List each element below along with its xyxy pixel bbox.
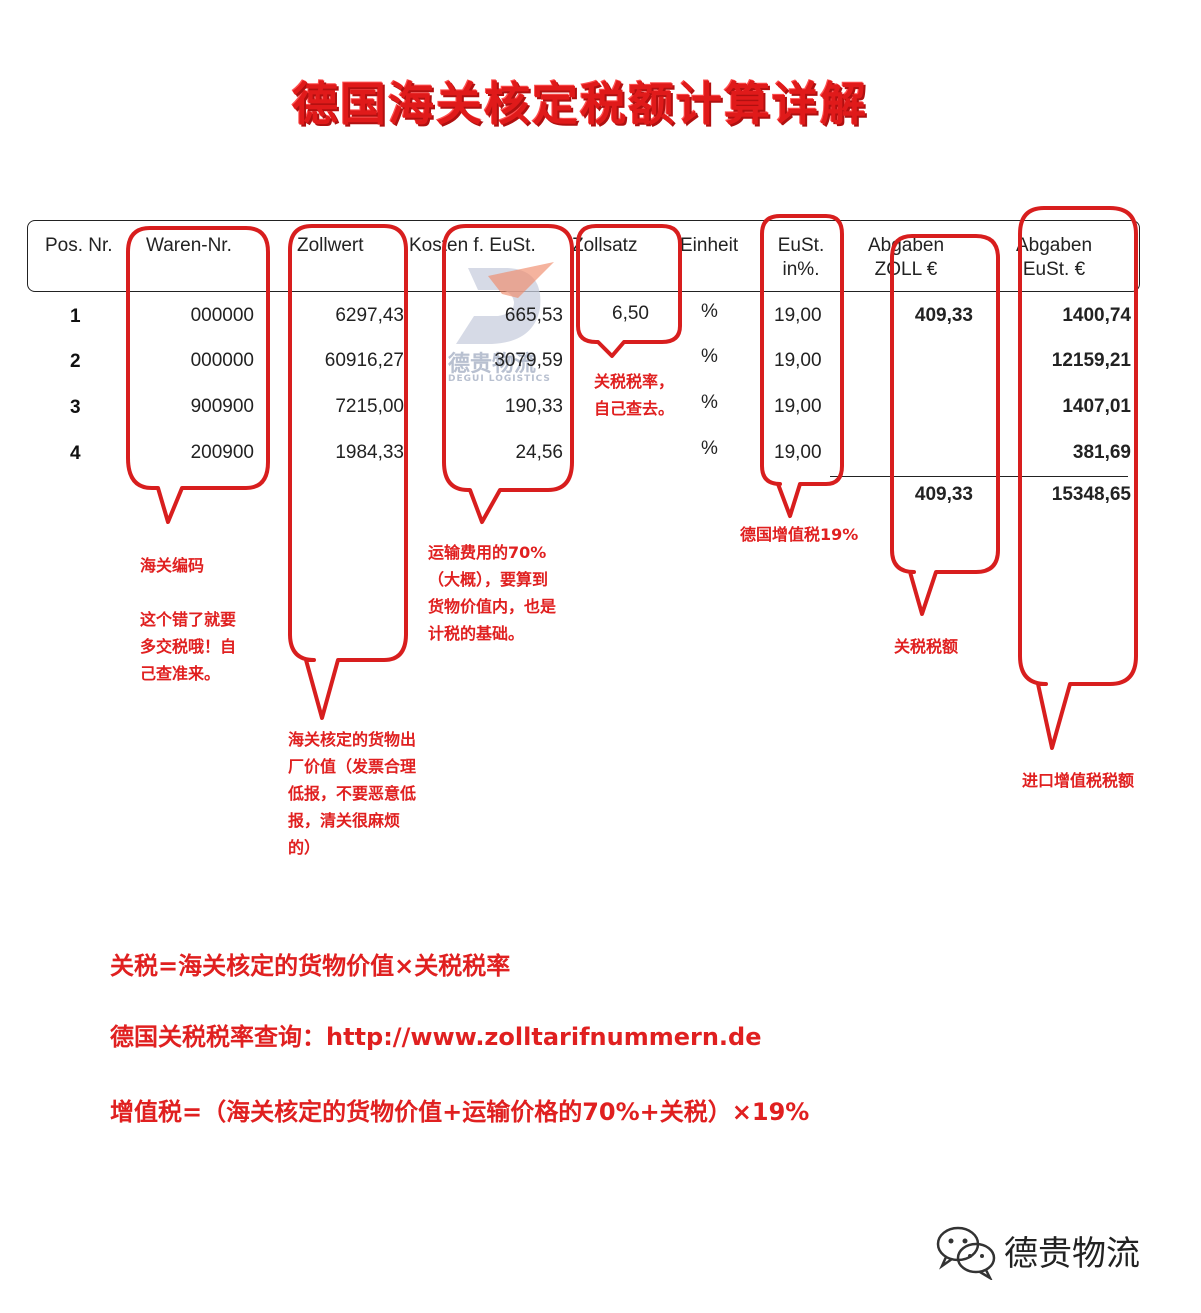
header-einheit: Einheit [680,235,739,256]
row-2-waren: 000000 [190,350,254,371]
row-1-zollwert: 6297,43 [335,305,404,326]
header-kosten: Kosten f. EuSt. [409,235,536,256]
annotation-hs-code-line2: 这个错了就要 [140,610,237,629]
header-abgaben-zoll-line1: Abgaben [867,235,945,256]
header-zollwert: Zollwert [297,235,364,256]
annotation-hs-code-line4: 己查准来。 [140,664,221,683]
header-abgaben-eust-line2: EuSt. € [1022,259,1086,280]
annotation-customs-value-line1: 海关核定的货物出 [288,730,417,749]
row-4-zollwert: 1984,33 [335,442,404,463]
row-2-pos: 2 [70,351,81,372]
page-title: 德国海关核定税额计算详解 [292,77,868,131]
header-abgaben-eust: Abgaben EuSt. € [1006,234,1102,282]
annotation-rate-line2: 自己查去。 [594,399,675,418]
annotation-freight: 运输费用的70% （大概），要算到 货物价值内，也是 计税的基础。 [428,539,556,647]
row-4-einheit: % [701,438,718,459]
header-abgaben-zoll: Abgaben ZOLL € [858,234,954,282]
row-3-zollwert: 7215,00 [335,396,404,417]
header-abgaben-zoll-line2: ZOLL € [874,259,938,280]
formula-vat: 增值税=（海关核定的货物价值+运输价格的70%+关税）×19% [110,1098,810,1126]
row-3-abgaben-eust: 1407,01 [1062,396,1131,417]
row-2-kosten: 3079,59 [494,350,563,371]
row-3-waren: 900900 [190,396,254,417]
row-1-abgaben-eust: 1400,74 [1062,305,1131,326]
row-1-einheit: % [701,301,718,322]
row-3-pos: 3 [70,397,81,418]
row-4-waren: 200900 [190,442,254,463]
annotation-customs-value-line5: 的） [288,838,321,857]
formula-duty: 关税=海关核定的货物价值×关税税率 [110,952,511,980]
annotation-rate-line1: 关税税率， [594,372,675,391]
header-waren-nr: Waren-Nr. [146,235,232,256]
row-3-kosten: 190,33 [504,396,563,417]
annotation-freight-line3: 货物价值内，也是 [428,597,557,616]
annotation-hs-code: 海关编码 这个错了就要 多交税哦！自 己查准来。 [140,552,236,687]
annotation-customs-value-line4: 报，清关很麻烦 [288,811,401,830]
annotation-hs-code-line3: 多交税哦！自 [140,637,237,656]
row-4-pos: 4 [70,443,81,464]
row-4-kosten: 24,56 [515,442,563,463]
row-1-zollsatz: 6,50 [612,303,649,324]
row-2-zollwert: 60916,27 [324,350,404,371]
annotation-vat-rate: 德国增值税19% [740,525,859,544]
totals-divider [830,476,1128,477]
annotation-rate: 关税税率， 自己查去。 [594,368,674,422]
row-1-zoll: 409,33 [914,305,973,326]
row-2-abgaben-eust: 12159,21 [1051,350,1131,371]
annotation-duty-amount: 关税税额 [894,637,959,656]
row-3-einheit: % [701,392,718,413]
row-2-einheit: % [701,346,718,367]
annotation-customs-value-line3: 低报，不要恶意低 [288,784,417,803]
bubble-customs-value [288,224,408,720]
row-1-kosten: 665,53 [504,305,563,326]
formula-lookup: 德国关税税率查询：http://www.zolltarifnummern.de [110,1023,762,1051]
annotation-customs-value-line2: 厂价值（发票合理 [288,757,417,776]
header-eust: EuSt. in%. [770,234,832,282]
annotation-customs-value: 海关核定的货物出 厂价值（发票合理 低报，不要恶意低 报，清关很麻烦 的） [288,726,416,861]
annotation-freight-line1: 运输费用的70% [428,543,547,562]
annotation-freight-line2: （大概），要算到 [428,570,549,589]
row-4-abgaben-eust: 381,69 [1072,442,1131,463]
row-4-eust: 19,00 [774,442,822,463]
annotation-hs-code-line1: 海关编码 [140,556,205,575]
annotation-import-vat: 进口增值税税额 [1022,771,1135,790]
row-1-eust: 19,00 [774,305,822,326]
bubble-duty-amount [890,234,1000,616]
wechat-icon [936,1226,996,1280]
row-2-eust: 19,00 [774,350,822,371]
header-eust-line1: EuSt. [777,235,825,256]
row-1-pos: 1 [70,306,81,327]
total-eust: 15348,65 [1051,484,1131,505]
header-abgaben-eust-line1: Abgaben [1015,235,1093,256]
header-zollsatz: Zollsatz [572,235,638,256]
header-eust-line2: in%. [782,259,820,280]
header-pos-nr: Pos. Nr. [45,235,113,256]
row-3-eust: 19,00 [774,396,822,417]
watermark-text: 德贵物流 [1004,1234,1140,1274]
row-1-waren: 000000 [190,305,254,326]
annotation-freight-line4: 计税的基础。 [428,624,525,643]
logo-text-en: DEGUI LOGISTICS [448,374,551,384]
total-zoll: 409,33 [914,484,973,505]
